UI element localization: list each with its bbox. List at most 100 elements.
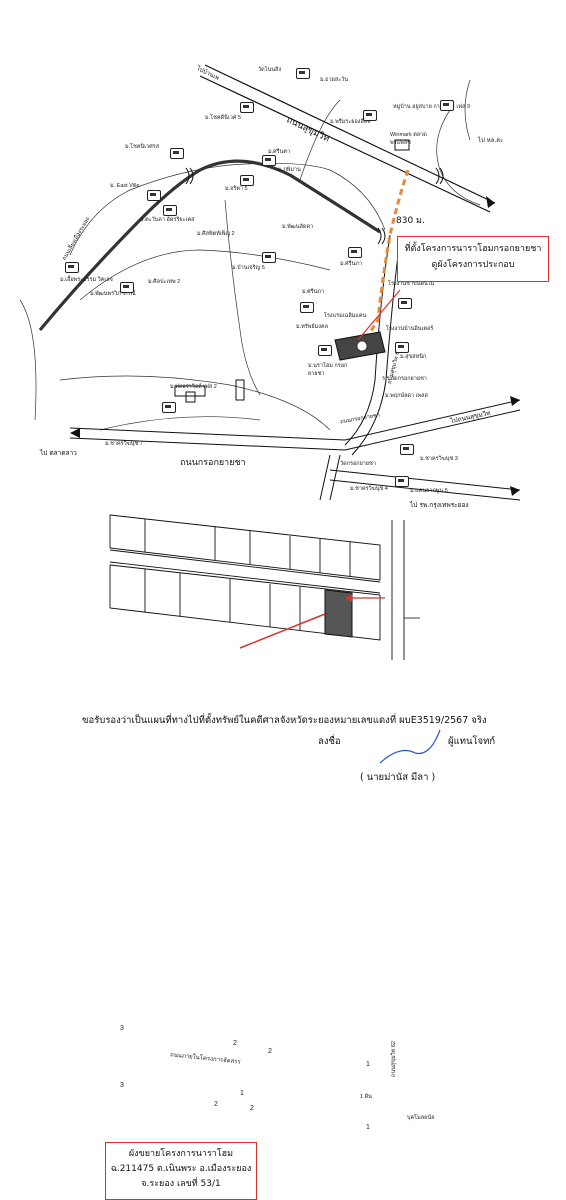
village-icon <box>170 148 184 159</box>
lot-number: 1 <box>366 1124 370 1131</box>
plan-road-label: ถนนภายในโครงการจัดสรร <box>169 1052 241 1066</box>
landmark-label: ม.ทรัพย์มงคล <box>296 324 328 330</box>
callout-pointer <box>357 289 401 341</box>
market-icon <box>394 139 410 151</box>
site-callout: ที่ตั้งโครงการนาราโฮมกรอกยายชา ดูผังโครง… <box>397 236 549 282</box>
village-icon <box>65 262 79 273</box>
village-icon <box>262 252 276 263</box>
landmark-label: โรงแรมเฉลิมแคน <box>324 313 367 319</box>
sign-label: ลงชื่อ <box>318 736 341 747</box>
village-icon <box>120 282 134 293</box>
shop-icon <box>185 391 196 403</box>
village-icon <box>163 205 177 216</box>
landmark-label: ม.บ้านเจริญ 5 <box>232 265 265 271</box>
landmark-label: ม.ชาครวิฆนุช 7 <box>105 441 143 447</box>
village-icon <box>400 444 414 455</box>
village-icon <box>318 345 332 356</box>
village-icon <box>296 68 310 79</box>
landmark-label: ม. East Ville <box>110 183 140 189</box>
village-icon <box>398 298 412 309</box>
bridge-icon <box>185 167 194 185</box>
road-label-hospital: ไป รพ.กรุงเทพระยอง <box>410 501 469 509</box>
landmark-label: วัดโนนสิง <box>258 67 282 73</box>
plan-arrow-label: 1 ดิน <box>360 1094 372 1100</box>
landmark-label: ม.ฟลอร่าวิลล์ เฟส 2 <box>170 384 217 390</box>
route-dashed <box>363 169 410 341</box>
bridge-icon <box>435 167 444 185</box>
landmark-label: ม.โชคนิเวศรส <box>125 144 160 150</box>
village-icon <box>240 175 254 186</box>
bridge-icon <box>377 227 386 245</box>
minor-roads <box>19 79 481 431</box>
lower-block <box>109 564 381 641</box>
signer-role: ผู้แทนโจทก์ <box>448 736 496 747</box>
village-icon <box>395 342 409 353</box>
sukhumvit-road <box>199 64 496 213</box>
site-plan-drawing <box>109 514 420 660</box>
road-label-distance: 830 ม. <box>396 216 425 226</box>
map-area: ถนนสุขุมวิท ไปบ้านเพ ไป หล.สะ 830 ม. ไปถ… <box>0 40 566 510</box>
plan-callout-line1: ผังขยายโครงการนาราโฮม <box>128 1149 234 1159</box>
landmark-label: ม.ธวยสะวัน <box>320 77 348 83</box>
landmark-label: ม.ศิลพิตท์เพ็ญ 2 <box>197 231 235 237</box>
plan-callout: ผังขยายโครงการนาราโฮม ฉ.211475 ต.เนินพระ… <box>105 1142 257 1200</box>
landmark-label: ม.สุขสหนิก <box>400 354 427 360</box>
plan-callout-line3: จ.ระยอง เลขที่ 53/1 <box>141 1179 221 1189</box>
lot-number: 3 <box>120 1082 124 1089</box>
arrow-icon <box>486 196 495 208</box>
village-icon <box>363 110 377 121</box>
site-plan: 3 2 2 1 3 2 2 1 1 ถนนภายในโครงการจัดสรร … <box>0 505 566 1200</box>
shop-icon <box>235 379 245 401</box>
road-label-market: ไป ตลาดลาว <box>40 449 77 457</box>
kroksyaicha-road <box>69 399 521 451</box>
landmark-label: ม.ชาครวิฆนุช 3 <box>420 456 458 462</box>
village-icon <box>147 190 161 201</box>
landmark-label: วัดกรอกยายชา <box>340 461 376 467</box>
site-number-marker <box>356 340 368 352</box>
village-icon <box>300 302 314 313</box>
landmark-label: ม.ศรีนภา <box>340 261 363 267</box>
landmark-label: ม.แคนยากพูน 5 <box>410 488 448 494</box>
landmark-label: ม.ตะวันลา อัครริยะเคส <box>140 217 195 223</box>
landmark-label: ร.ร.วัดกรอกยายชา <box>382 376 427 382</box>
hospital-road <box>329 469 521 501</box>
upper-block <box>109 514 381 581</box>
landmark-label: ม.พฤกษ์ลดา เพลส <box>385 393 428 399</box>
lot-number: 2 <box>250 1105 254 1112</box>
landmark-label: โรงงานชาขนต้นไม้ <box>388 281 435 287</box>
arrow-icon <box>510 486 520 496</box>
arrow-icon <box>345 594 352 602</box>
road-label-kroksyaicha: ถนนกรอกยายชา <box>180 458 246 468</box>
landmark-label: ม.ศิลปะเทพ 2 <box>148 279 181 285</box>
sign-icon <box>174 385 206 397</box>
arrow-icon <box>70 428 80 438</box>
plan-soi-label: ถนนสุขุมวิท 62 <box>390 1041 397 1077</box>
certification-text: ขอรับรองว่าเป็นแผนที่ทางไปที่ตั้งทรัพย์ใ… <box>82 715 487 726</box>
village-icon <box>262 155 276 166</box>
bypass-road <box>38 159 381 332</box>
landmark-label: ม.พัฒนพรวิภาภรณ์ <box>90 291 136 297</box>
map-drawing <box>19 64 521 501</box>
landmark-label: ม.จริตา 5 <box>225 186 248 192</box>
lot-number: 2 <box>233 1040 237 1047</box>
village-icon <box>440 100 454 111</box>
landmark-label: ม.ภูพิมาน <box>278 167 301 173</box>
site-callout-line1: ที่ตั้งโครงการนาราโฮมกรอกยายชา <box>404 244 542 254</box>
plan-callout-line2: ฉ.211475 ต.เนินพระ อ.เมืองระยอง <box>110 1164 252 1174</box>
landmark-label: ม.ศรีนตา <box>268 149 291 155</box>
plan-callout-pointer <box>239 613 326 649</box>
lot-number: 3 <box>120 1025 124 1032</box>
lot-number: 1 <box>366 1061 370 1068</box>
lot-number: 2 <box>268 1048 272 1055</box>
landmark-label: ม.พรีมระยองฮิลล์ <box>330 119 371 125</box>
landmark-label: ม.ศรีนภา <box>302 289 325 295</box>
plan-entrance-label: บุคโมลยน์ล <box>407 1115 435 1121</box>
landmark-label: ม.เอื้อพระธรรม วิคเลจ <box>60 277 113 283</box>
lot-number: 2 <box>214 1101 218 1108</box>
signature-mark <box>379 729 441 764</box>
landmark-label: ม.นราโฮม กรอกยายชา <box>308 363 348 377</box>
signer-name: ( นายม่านัส มีลา ) <box>360 772 436 783</box>
landmark-label: โรงงานบ้านอินเตอร์ <box>386 326 434 332</box>
landmark-label: ม.โชคดีนิเวศ 5 <box>205 115 241 121</box>
village-icon <box>395 476 409 487</box>
